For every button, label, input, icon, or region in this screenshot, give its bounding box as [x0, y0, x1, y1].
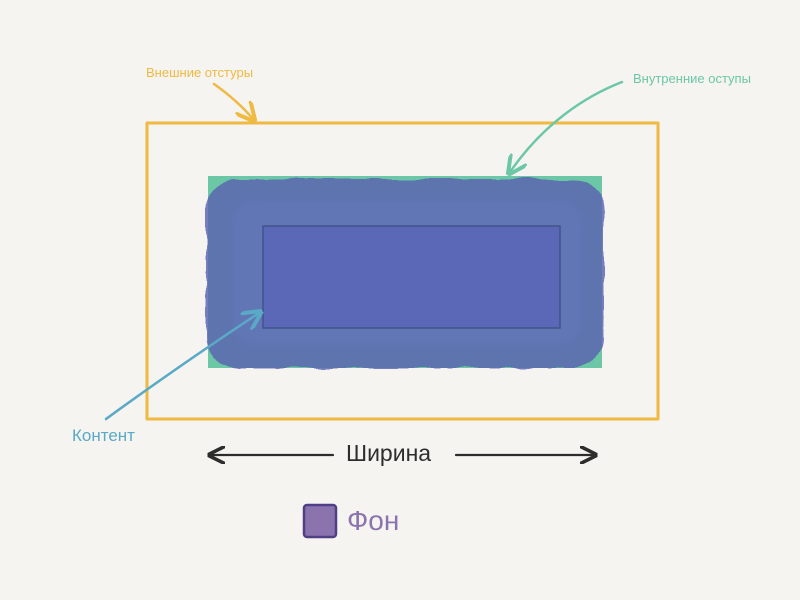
content-arrow	[104, 313, 259, 421]
background-label: Фон	[347, 505, 400, 536]
padding-arrow	[510, 80, 624, 172]
margin-label: Внешние отстуры	[146, 65, 254, 80]
content-box	[262, 225, 561, 329]
margin-box	[145, 121, 660, 421]
padding-label: Внутренние оступы	[633, 71, 751, 86]
content-label: Контент	[72, 426, 135, 445]
background-swatch	[302, 503, 338, 539]
margin-arrow	[212, 82, 253, 119]
width-label: Ширина	[346, 440, 432, 466]
